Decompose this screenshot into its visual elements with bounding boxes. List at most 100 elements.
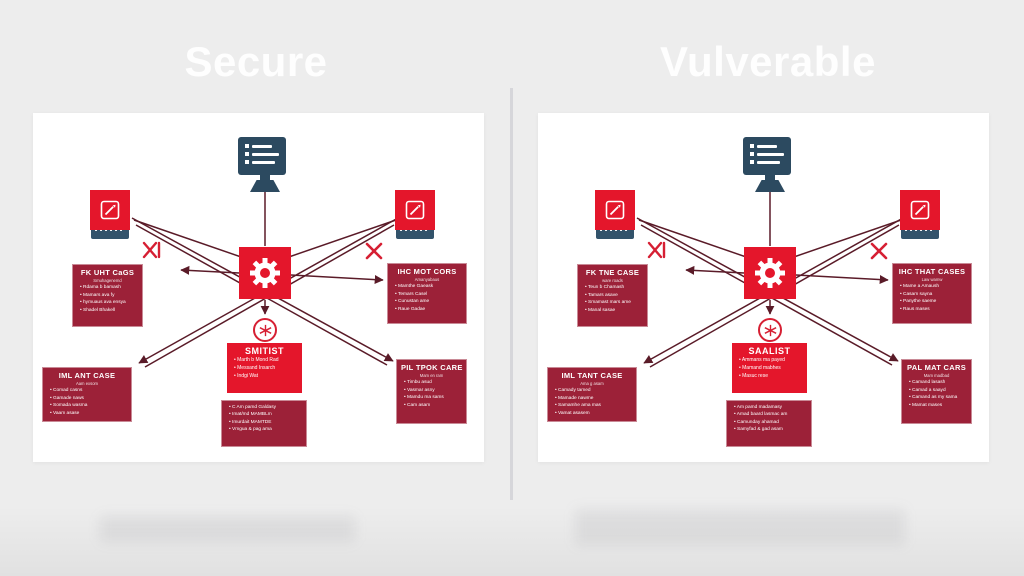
box-title: FK TNE CASE	[585, 268, 640, 277]
bottom-shade	[0, 506, 1024, 576]
bullet-item: Imat/md MAMBLm	[226, 411, 302, 418]
monitor-screen	[238, 137, 286, 175]
bullet-item: Tamars asave	[582, 292, 643, 299]
edit-screen-icon	[900, 190, 940, 230]
monitor-neck	[260, 175, 270, 180]
box-subtitle: Mam en ram	[419, 373, 444, 379]
bowtie-x-icon	[647, 241, 666, 259]
use-case-box-bottom-right: PAL MAT CARS Mam madbad Camand lasash Ca…	[901, 359, 972, 424]
box-subtitle: Ama g asam	[580, 381, 604, 387]
notes-box-bottom-center: C Am pamd Galdasy Imat/md MAMBLm Imurdai…	[221, 400, 307, 447]
bullet-item: Camady tamed	[552, 387, 632, 394]
ghost-text-smudge	[575, 509, 905, 545]
bullet-item: Shadel Bhakell	[77, 307, 138, 314]
bullet-item: C Am pamd Galdasy	[226, 404, 302, 411]
bullet-item: Timbu asud	[401, 379, 462, 386]
workstation-icon-right	[898, 190, 942, 240]
bullet-item: Casam sayna	[897, 291, 967, 298]
box-title: FK UHT CaGS	[80, 268, 135, 277]
use-case-box-bottom-right: PIL TPOK CARE Mam en ram Timbu asud Vasm…	[396, 359, 467, 424]
monitor-stand	[250, 180, 280, 192]
secure-diagram-panel: FK UHT CaGS Smuhagenemd Rdama b bamash M…	[33, 113, 484, 462]
box-title: IHC MOT CORS	[397, 267, 457, 276]
bowtie-x-icon	[142, 241, 161, 259]
bullet-item: Samyfad & gad asam	[731, 426, 807, 433]
workstation-icon-left	[593, 190, 637, 240]
monitor-stand	[755, 180, 785, 192]
bullet-item: Panythe saeme	[897, 298, 967, 305]
bullet-item: Mamand mabhes	[736, 365, 803, 373]
bullet-item: Vamat asasem	[552, 410, 632, 417]
monitor-icon	[238, 137, 292, 195]
bullet-item: Mamdu ma sams	[401, 394, 462, 401]
box-subtitle: Amanyabaus	[414, 277, 440, 283]
use-case-box-left-mid: FK TNE CASE ware roads Teun b Chamash Ta…	[577, 264, 648, 327]
bullet-item: Vmgua & pag ama	[226, 426, 302, 433]
vulnerable-title: Vulverable	[660, 38, 876, 85]
gear-icon	[744, 247, 796, 299]
bullet-item: Cam asam	[401, 402, 462, 409]
bullet-item: Imurdait MAMTDE	[226, 419, 302, 426]
bullet-item: Somada wasma	[47, 402, 127, 409]
bullet-item: Mamade nawme	[552, 395, 632, 402]
sync-arrows-icon	[758, 318, 782, 342]
bullet-item: Camand lasash	[906, 379, 967, 386]
bullet-item: Teun b Chamash	[582, 284, 643, 291]
box-title: IHC THAT CASES	[898, 267, 966, 276]
x-icon	[365, 242, 383, 260]
bullet-item: Samamhe ama mas	[552, 402, 632, 409]
secure-title: Secure	[184, 38, 328, 85]
bullet-item: Manal sasae	[582, 307, 643, 314]
bullet-item: Indgi Wat	[231, 373, 298, 381]
bullet-item: Camunday ahamad	[731, 419, 807, 426]
notes-box-bottom-center: Am pamd madamasy Amad baard lasmac am Ca…	[726, 400, 812, 447]
bullet-item: Am pamd madamasy	[731, 404, 807, 411]
sync-arrows-icon	[253, 318, 277, 342]
box-title: SMITIST	[245, 346, 284, 356]
bullet-item: Raue Gadae	[392, 306, 462, 313]
vulnerable-diagram-panel: FK TNE CASE ware roads Teun b Chamash Ta…	[538, 113, 989, 462]
bullet-item: Mamars ava fy	[77, 292, 138, 299]
use-case-box-left-mid: FK UHT CaGS Smuhagenemd Rdama b bamash M…	[72, 264, 143, 327]
box-title: SAALIST	[748, 346, 791, 356]
bullet-item: Rdama b bamash	[77, 284, 138, 291]
vertical-divider	[510, 88, 513, 500]
edit-screen-icon	[595, 190, 635, 230]
workstation-icon-left	[88, 190, 132, 240]
bullet-item: Camad a saayd	[906, 387, 967, 394]
edit-screen-icon	[395, 190, 435, 230]
x-icon	[870, 242, 888, 260]
bullet-item: Comad casns	[47, 387, 127, 394]
edit-screen-icon	[90, 190, 130, 230]
bullet-item: Vaam asase	[47, 410, 127, 417]
monitor-icon	[743, 137, 797, 195]
box-title: PAL MAT CARS	[906, 363, 966, 372]
bullet-item: Raus mases	[897, 306, 967, 313]
box-subtitle: ware roads	[602, 278, 623, 284]
bullet-item: Mame a Amaush	[897, 283, 967, 290]
bullet-item: Amad baard lasmac am	[731, 411, 807, 418]
central-list-box: SAALIST Ammans ma payed Mamand mabhes Ma…	[732, 343, 807, 393]
bullet-item: Gamade naws	[47, 395, 127, 402]
use-case-box-bottom-left: IML ANT CASE Aam exsom Comad casns Gamad…	[42, 367, 132, 422]
bullet-item: Cunustan ame	[392, 298, 462, 305]
box-subtitle: Smuhagenemd	[93, 278, 122, 284]
ghost-text-smudge	[100, 516, 355, 542]
bullet-item: Mamthe Gaeask	[392, 283, 462, 290]
box-title: PIL TPOK CARE	[401, 363, 463, 372]
use-case-box-right-mid: IHC THAT CASES Law wamw Mame a Amaush Ca…	[892, 263, 972, 324]
central-list-box: SMITIST Marth b Mond Rad Messand Insarch…	[227, 343, 302, 393]
box-subtitle: Law wamw	[921, 277, 943, 283]
monitor-neck	[765, 175, 775, 180]
bullet-item: Masuc rese	[736, 373, 803, 381]
bullet-item: Marth b Mond Rad	[231, 357, 298, 365]
bullet-item: Ammans ma payed	[736, 357, 803, 365]
bullet-item: Messand Insarch	[231, 365, 298, 373]
bullet-item: Camand as my sama	[906, 394, 967, 401]
monitor-screen	[743, 137, 791, 175]
bullet-item: Smamast mars ame	[582, 299, 643, 306]
use-case-box-right-mid: IHC MOT CORS Amanyabaus Mamthe Gaeask Te…	[387, 263, 467, 324]
workstation-icon-right	[393, 190, 437, 240]
bullet-item: hymuaus ava ensya	[77, 299, 138, 306]
